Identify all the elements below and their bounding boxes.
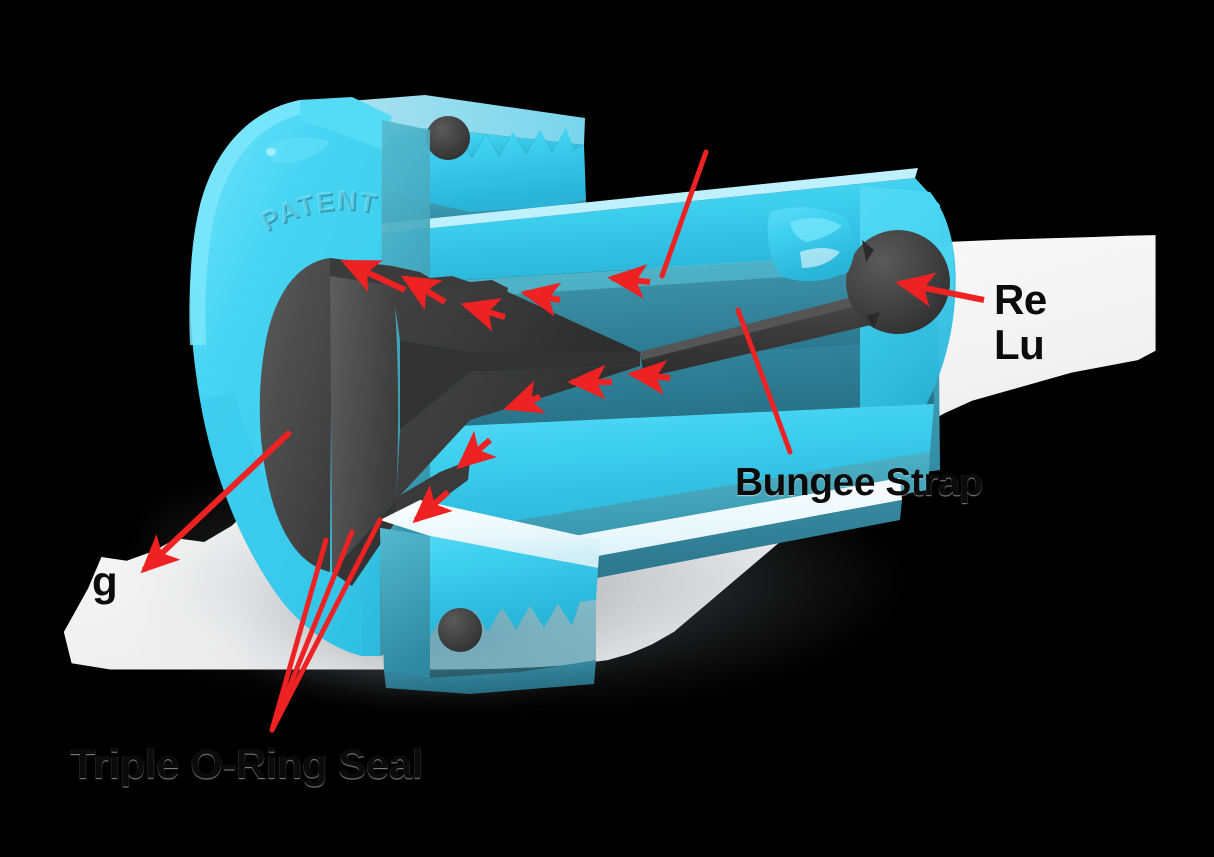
flow-arrow-4 (520, 282, 562, 317)
flow-arrow-9 (456, 430, 497, 470)
leader-retention-lug (895, 272, 985, 307)
flow-arrow-5 (607, 264, 651, 299)
leader-left-cropped (140, 429, 293, 574)
flow-arrow-2 (400, 275, 447, 311)
label-left-cropped: g (92, 558, 118, 605)
leader-oring-3 (269, 517, 383, 733)
leader-oring-2 (269, 529, 355, 733)
leader-lines (269, 149, 793, 733)
label-retention-lug-line2: Lu (994, 320, 1045, 368)
leader-lines-arrowed (140, 272, 985, 574)
label-retention-lug-cropped: Re Lu (994, 276, 1047, 368)
upper-pin (426, 116, 470, 160)
retainer-tab (767, 207, 855, 282)
lower-pin (438, 608, 482, 652)
leader-oring-1 (269, 537, 329, 733)
label-retention-lug-line1: Re (994, 276, 1047, 323)
flow-arrow-1 (340, 259, 407, 293)
flow-arrow-6 (627, 360, 671, 395)
leader-top-cropped (659, 149, 709, 279)
flow-arrow-3 (460, 297, 506, 332)
flow-arrow-10 (412, 484, 453, 524)
lower-serrated-arm (380, 500, 600, 694)
retention-lug-ball (846, 230, 950, 334)
label-bungee-strap: Bungee Strap (735, 461, 983, 504)
flow-arrow-8 (503, 380, 546, 414)
label-triple-o-ring-seal: Triple O-Ring Seal (70, 740, 423, 787)
flow-arrows (340, 259, 671, 524)
leader-bungee-strap (735, 307, 793, 455)
